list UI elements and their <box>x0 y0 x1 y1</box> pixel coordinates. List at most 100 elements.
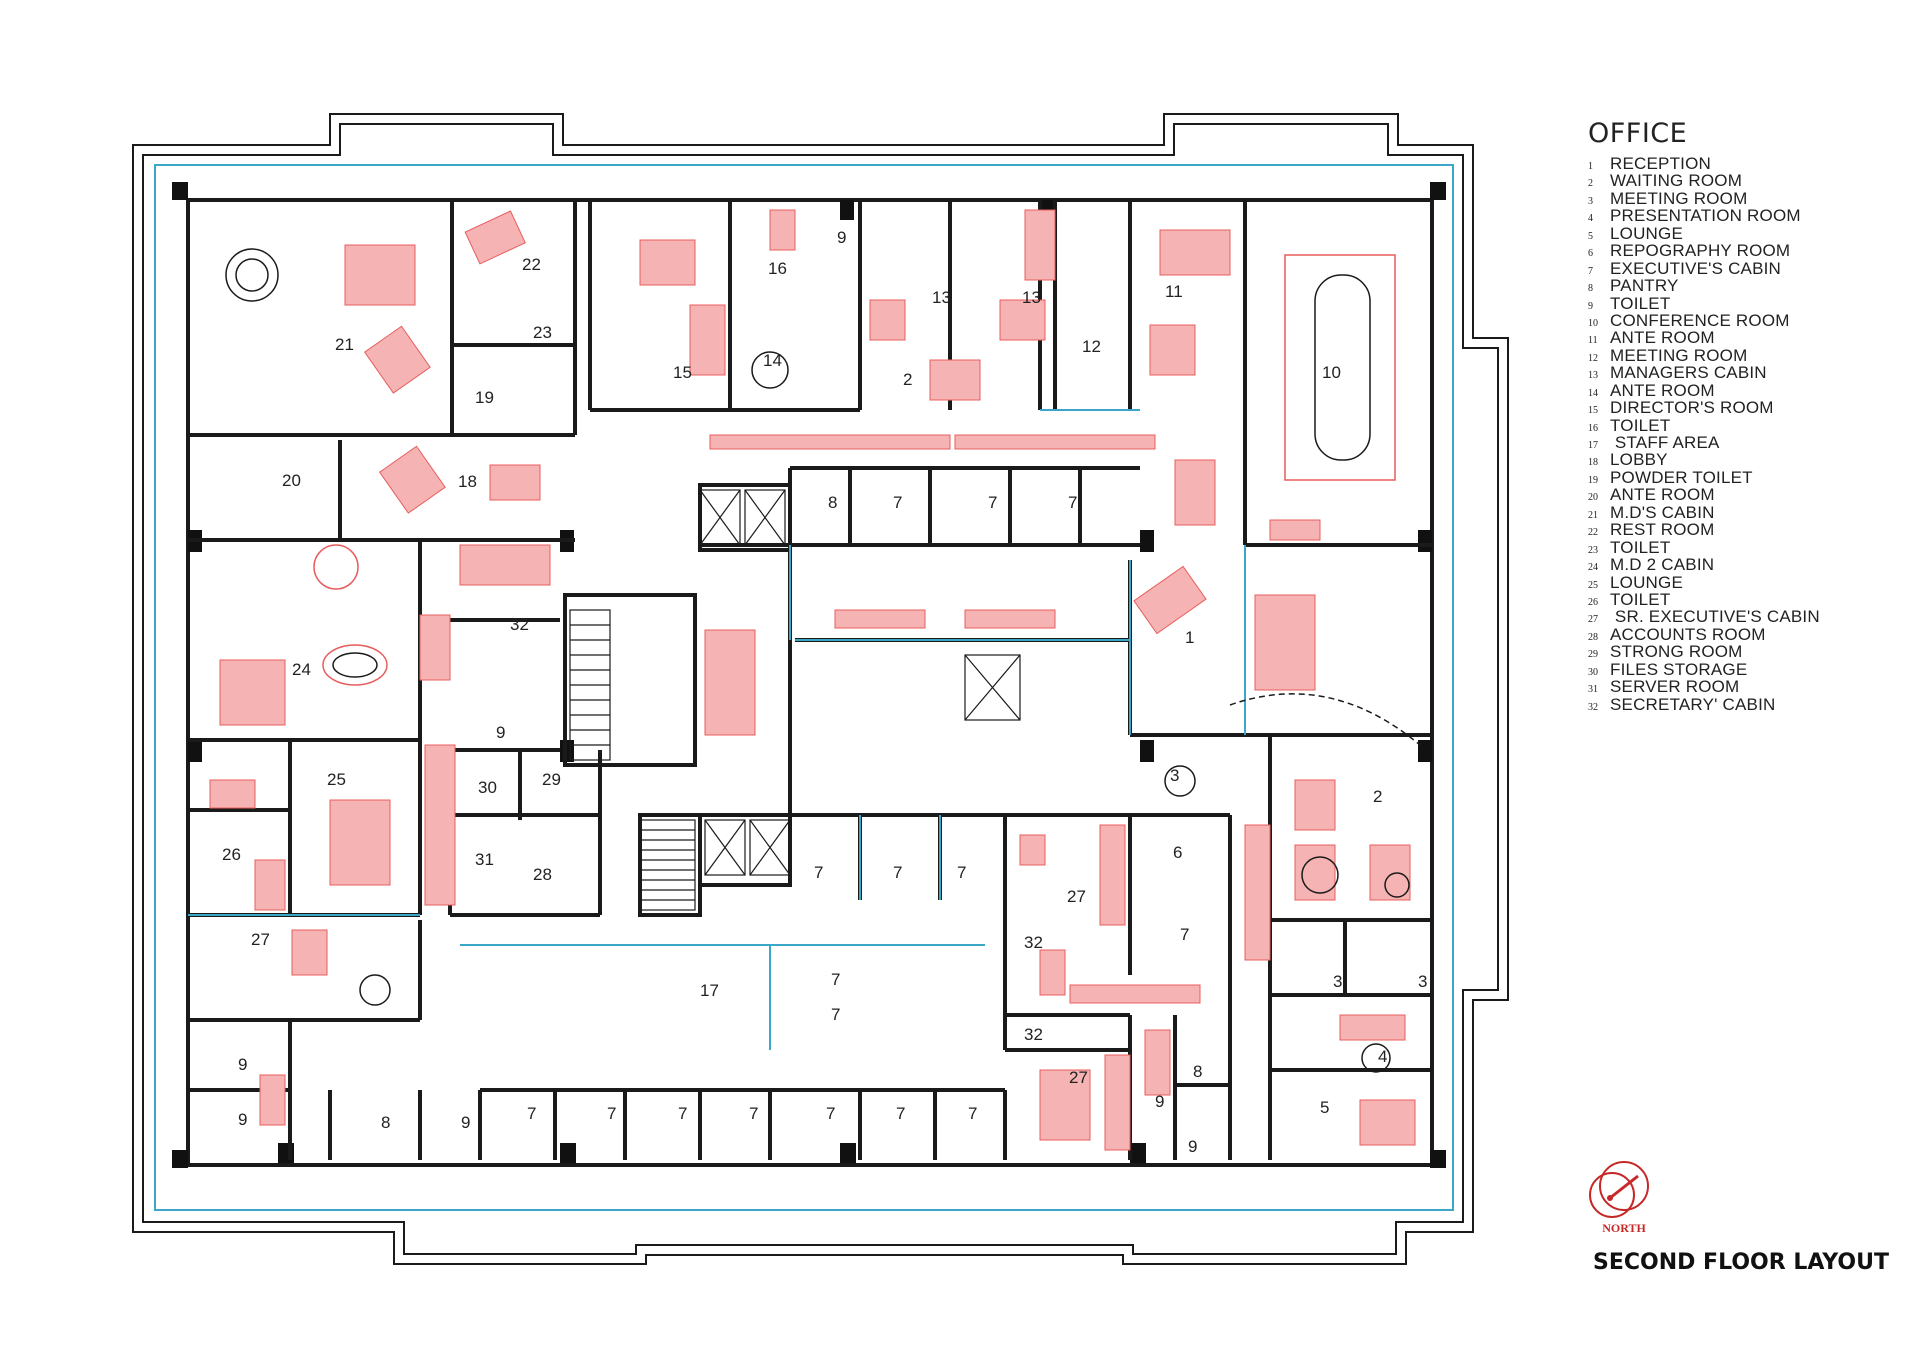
legend-label: MEETING ROOM <box>1610 345 1748 365</box>
room-label: 7 <box>831 970 840 989</box>
legend-label: PRESENTATION ROOM <box>1610 206 1801 226</box>
legend-label: ANTE ROOM <box>1610 485 1715 505</box>
room-label: 9 <box>1155 1092 1164 1111</box>
legend-item: 20 ANTE ROOM <box>1588 486 1908 503</box>
room-label: 6 <box>1173 843 1182 862</box>
plan-title: SECOND FLOOR LAYOUT <box>1593 1250 1889 1275</box>
legend-label: DIRECTOR'S ROOM <box>1610 398 1774 418</box>
reception-arc <box>1229 693 1421 746</box>
room-label: 3 <box>1333 972 1342 991</box>
legend-label: CONFERENCE ROOM <box>1610 310 1790 330</box>
room-label: 13 <box>1022 288 1041 307</box>
legend-item: 31 SERVER ROOM <box>1588 678 1908 695</box>
legend-label: TOILET <box>1610 537 1671 557</box>
room-label: 3 <box>1418 972 1427 991</box>
room-label: 9 <box>837 228 846 247</box>
legend-label: RECEPTION <box>1610 154 1711 173</box>
legend-number: 26 <box>1588 596 1598 608</box>
stairs <box>569 609 696 911</box>
legend-item: 1 RECEPTION <box>1588 155 1908 172</box>
building-envelope <box>132 113 1509 1265</box>
room-label: 2 <box>903 370 912 389</box>
legend-number: 28 <box>1588 631 1598 643</box>
room-label: 3 <box>1170 766 1179 785</box>
north-label: NORTH <box>1602 1221 1646 1235</box>
legend-number: 21 <box>1588 509 1598 521</box>
room-label: 5 <box>1320 1098 1329 1117</box>
legend-label: LOBBY <box>1610 450 1668 470</box>
room-label: 8 <box>828 493 837 512</box>
room-label: 9 <box>1188 1137 1197 1156</box>
legend-label: ANTE ROOM <box>1610 380 1715 400</box>
room-label: 32 <box>1024 1025 1043 1044</box>
room-label: 13 <box>932 288 951 307</box>
legend-number: 17 <box>1588 440 1598 451</box>
north-indicator: NORTH <box>1592 1158 1656 1236</box>
room-label: 4 <box>1378 1047 1387 1066</box>
legend-item: 4 PRESENTATION ROOM <box>1588 207 1908 224</box>
legend-number: 25 <box>1588 579 1598 591</box>
legend-item: 15 DIRECTOR'S ROOM <box>1588 399 1908 416</box>
legend-item: 14 ANTE ROOM <box>1588 380 1908 400</box>
legend-number: 3 <box>1588 195 1593 207</box>
legend-label: STRONG ROOM <box>1610 642 1743 662</box>
legend-label: STAFF AREA <box>1610 433 1720 452</box>
legend-label: SERVER ROOM <box>1610 677 1740 697</box>
room-label: 7 <box>527 1104 536 1123</box>
legend-number: 2 <box>1588 178 1593 190</box>
legend-label: TOILET <box>1610 293 1671 313</box>
legend-number: 1 <box>1588 161 1593 172</box>
room-label: 7 <box>831 1005 840 1024</box>
room-label: 7 <box>1068 493 1077 512</box>
legend-label: LOUNGE <box>1610 572 1683 592</box>
room-label: 32 <box>1024 933 1043 952</box>
glazing-line <box>154 164 1454 1211</box>
legend-label: PANTRY <box>1610 276 1679 296</box>
room-label: 22 <box>522 255 541 274</box>
partition-walls <box>188 198 1432 1160</box>
legend-number: 14 <box>1588 387 1598 399</box>
legend-number: 8 <box>1588 283 1593 295</box>
legend-number: 15 <box>1588 405 1598 417</box>
legend-number: 32 <box>1588 701 1598 713</box>
legend-number: 13 <box>1588 370 1598 382</box>
room-label: 21 <box>335 335 354 354</box>
room-label: 27 <box>1069 1068 1088 1087</box>
legend-label: WAITING ROOM <box>1610 171 1743 191</box>
legend-label: EXECUTIVE'S CABIN <box>1610 258 1782 278</box>
legend-number: 20 <box>1588 492 1598 504</box>
room-label: 9 <box>461 1113 470 1132</box>
room-label: 27 <box>1067 887 1086 906</box>
room-label: 7 <box>988 493 997 512</box>
room-label: 7 <box>893 863 902 882</box>
room-label: 7 <box>749 1104 758 1123</box>
legend-number: 4 <box>1588 213 1593 225</box>
legend-number: 9 <box>1588 300 1593 312</box>
round-furniture <box>225 248 1635 1218</box>
room-label: 28 <box>533 865 552 884</box>
legend-label: REPOGRAPHY ROOM <box>1610 241 1791 261</box>
legend-number: 22 <box>1588 527 1598 539</box>
legend-number: 31 <box>1588 684 1598 696</box>
room-label: 7 <box>826 1104 835 1123</box>
room-label: 7 <box>893 493 902 512</box>
room-label: 7 <box>607 1104 616 1123</box>
legend-label: SR. EXECUTIVE'S CABIN <box>1610 607 1820 627</box>
inner-wall <box>186 198 1434 1167</box>
legend-label: MEETING ROOM <box>1610 188 1748 208</box>
legend-item: 2 WAITING ROOM <box>1588 172 1908 189</box>
